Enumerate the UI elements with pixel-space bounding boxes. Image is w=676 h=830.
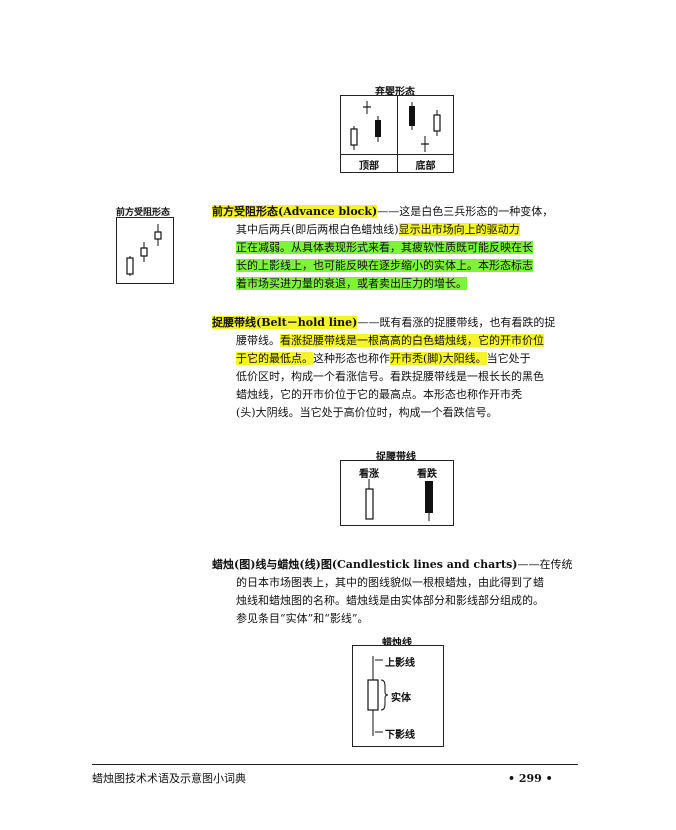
label-top: 顶部 xyxy=(359,161,379,172)
text-line: 蜡烛线，它的开市价位于它的最高点。本形态也称作开市秃 xyxy=(236,388,522,401)
text-line: 烛线和蜡烛图的名称。蜡烛线是由实体部分和影线部分组成的。 xyxy=(236,594,544,607)
entry-advance-block: 前方受阻形态(Advance block)——这是白色三兵形态的一种变体， 其中… xyxy=(212,203,553,293)
label-real-body: 实体 xyxy=(391,693,411,704)
figure-divider xyxy=(397,96,398,172)
label-lower-shadow: 下影线 xyxy=(385,730,415,741)
label-upper-shadow: 上影线 xyxy=(385,658,415,669)
figure-title-belt-hold: 捉腰带线 xyxy=(376,452,416,463)
text-line: 低价区时，构成一个看涨信号。看跌捉腰带线是一根长长的黑色 xyxy=(236,370,544,383)
term-candlestick-lines: 蜡烛(图)线与蜡烛(线)图(Candlestick lines and char… xyxy=(212,558,518,571)
label-bearish: 看跌 xyxy=(417,469,437,480)
advance-block-candles xyxy=(126,224,162,276)
figure-title-candlestick: 蜡烛线 xyxy=(382,638,412,649)
text-line: 参见条目“实体”和“影线”。 xyxy=(236,612,369,625)
term-advance-block: 前方受阻形态(Advance block) xyxy=(212,205,378,218)
belt-hold-candles xyxy=(365,479,433,521)
bottom-pattern-candles xyxy=(409,102,441,152)
figure-title-abandoned-baby: 弃婴形态 xyxy=(375,87,415,98)
page-number: • 299 • xyxy=(508,772,553,785)
abandoned-baby-candles xyxy=(350,101,441,152)
term-belt-hold-line: 捉腰带线(Belt－hold line) xyxy=(212,316,358,329)
text-line: 的日本市场图表上，其中的图线貌似一根根蜡烛，由此得到了蜡 xyxy=(236,576,544,589)
highlighted-text: 开市秃(脚)大阳线。 xyxy=(390,352,487,365)
figure-title-advance-block: 前方受阻形态 xyxy=(116,208,171,218)
label-bottom: 底部 xyxy=(415,161,436,172)
text-line: 这种形态也称作 xyxy=(313,352,390,365)
highlighted-text: 正在减弱。从具体表现形式来看，其疲软性质既可能反映在长 xyxy=(236,241,533,254)
candlestick-anatomy-drawing xyxy=(367,656,389,736)
text-line: ——这是白色三兵形态的一种变体， xyxy=(377,205,554,218)
highlighted-text: 看涨捉腰带线是一根高高的白色蜡烛线，它的开市价位 xyxy=(280,334,544,347)
highlighted-text: 着市场买进力量的衰退，或者卖出压力的增长。 xyxy=(236,277,467,290)
label-bullish: 看涨 xyxy=(359,469,379,480)
figure-divider xyxy=(341,154,453,155)
footer-rule xyxy=(92,764,578,765)
text-line: 腰带线。 xyxy=(236,334,280,347)
highlighted-text: 显示出市场向上的驱动力 xyxy=(398,223,520,236)
text-line: ——既有看涨的捉腰带线，也有看跌的捉 xyxy=(357,316,556,329)
text-line: ——在传统 xyxy=(517,558,573,571)
text-line: 其中后两兵(即后两根白色蜡烛线) xyxy=(236,223,399,236)
highlighted-text: 长的上影线上，也可能反映在逐步缩小的实体上。本形态标志 xyxy=(236,259,533,272)
text-line: (头)大阴线。当它处于高价位时，构成一个看跌信号。 xyxy=(236,406,498,419)
top-pattern-candles xyxy=(350,101,381,150)
text-line: 当它处于 xyxy=(486,352,531,365)
entry-belt-hold-line: 捉腰带线(Belt－hold line)——既有看涨的捉腰带线，也有看跌的捉 腰… xyxy=(212,314,555,422)
advance-block-figure xyxy=(116,217,174,284)
candlestick-anatomy-figure: 上影线 实体 下影线 xyxy=(352,645,444,747)
entry-candlestick-lines: 蜡烛(图)线与蜡烛(线)图(Candlestick lines and char… xyxy=(212,556,573,628)
belt-hold-figure: 看涨 看跌 xyxy=(340,460,454,526)
highlighted-text: 于它的最低点。 xyxy=(236,352,313,365)
abandoned-baby-figure: 顶部 底部 xyxy=(340,95,454,173)
book-title: 蜡烛图技术术语及示意图小词典 xyxy=(92,772,246,785)
